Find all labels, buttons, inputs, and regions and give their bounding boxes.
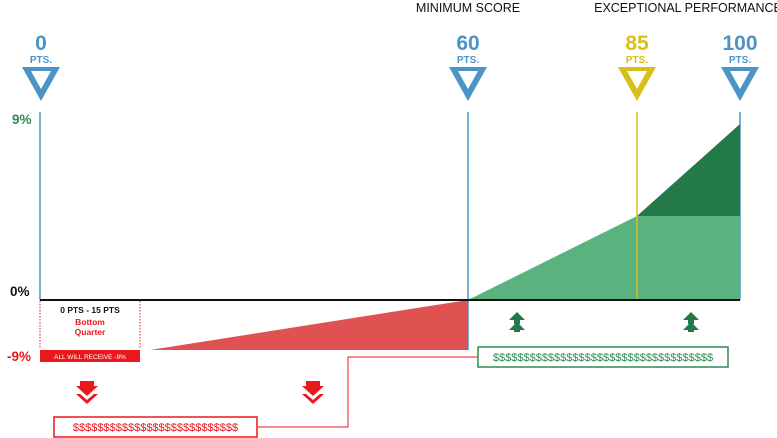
bottom-quarter-line1: Bottom (75, 317, 105, 327)
y-label-zero: 0% (10, 284, 30, 299)
triangle-down-icon (618, 67, 656, 101)
chevron-up-icon (683, 312, 699, 332)
marker-60-value: 60 (456, 32, 479, 55)
triangle-down-icon (721, 67, 759, 101)
y-label-bottom: -9% (7, 349, 31, 364)
marker-85-value: 85 (625, 32, 649, 55)
money-connector (257, 356, 478, 428)
positive-area-dark (637, 124, 740, 216)
chevron-up-icon (509, 312, 525, 332)
all-receive-bar (40, 350, 140, 362)
marker-0-unit: PTS. (30, 55, 52, 66)
negative-money-box (53, 416, 258, 438)
marker-0-pts: 0 PTS. (22, 32, 60, 101)
marker-60-pts: 60 PTS. (449, 32, 487, 101)
marker-85-pts: 85 PTS. (618, 32, 656, 101)
triangle-down-icon (449, 67, 487, 101)
chevron-down-icon (76, 381, 98, 404)
negative-money-text: $$$$$$$$$$$$$$$$$$$$$$$$$$$ (73, 422, 238, 434)
y-label-top: 9% (12, 112, 32, 127)
bottom-quarter-line2: Quarter (75, 327, 106, 337)
exceptional-performance-label: EXCEPTIONAL PERFORMANCE (594, 1, 777, 15)
positive-money-text: $$$$$$$$$$$$$$$$$$$$$$$$$$$$$$$$$$$$ (493, 352, 713, 364)
marker-85-unit: PTS. (626, 55, 648, 66)
negative-area (150, 300, 468, 350)
marker-100-unit: PTS. (729, 55, 751, 66)
bottom-quarter-range: 0 PTS - 15 PTS (60, 305, 120, 315)
positive-money-box (477, 346, 729, 368)
chevron-down-icon (302, 381, 324, 404)
minimum-score-label: MINIMUM SCORE (416, 1, 520, 15)
marker-0-value: 0 (35, 32, 47, 55)
bottom-quarter-box: 0 PTS - 15 PTS Bottom Quarter ALL WILL R… (39, 301, 141, 362)
marker-60-unit: PTS. (457, 55, 479, 66)
triangle-down-icon (22, 67, 60, 101)
marker-100-pts: 100 PTS. (721, 32, 759, 101)
positive-area-light (468, 216, 740, 300)
marker-100-value: 100 (722, 32, 757, 55)
all-receive-label: ALL WILL RECEIVE -9% (54, 354, 126, 361)
